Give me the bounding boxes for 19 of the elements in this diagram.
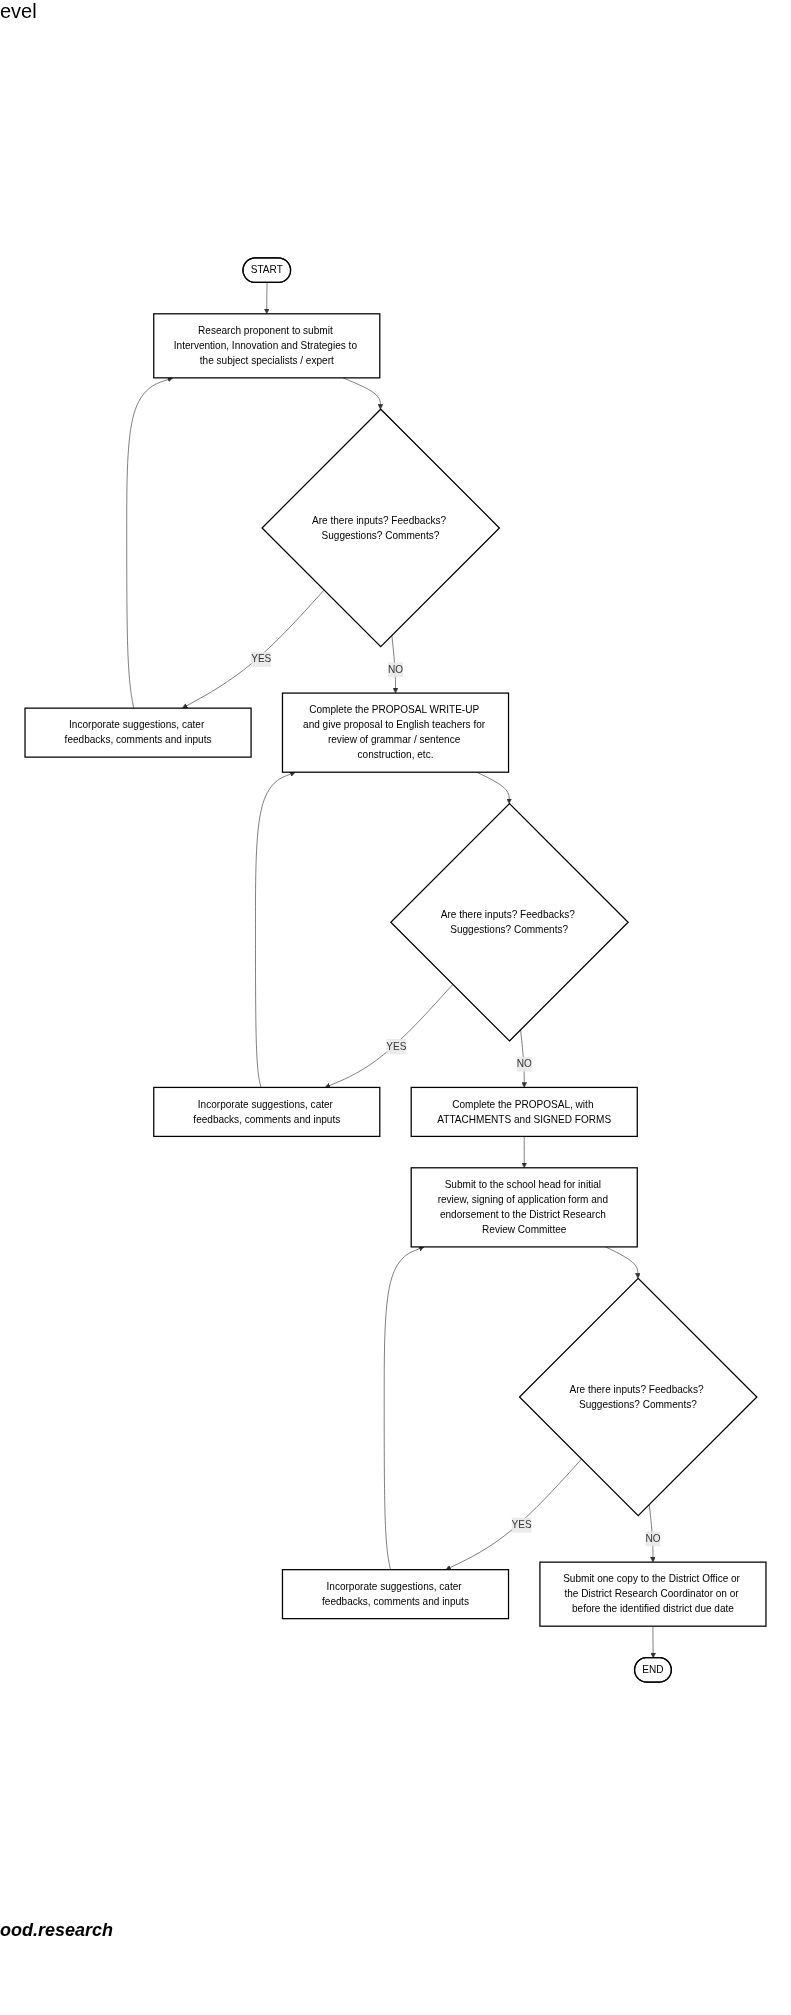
node-box: Submit one copy to the District Office or the District Research Coordinator on or before the identified district due date (539, 1561, 767, 1627)
node-box: Complete the PROPOSAL WRITE-UP and give proposal to English teachers for review of grammar / sentence construction, etc. (281, 692, 510, 773)
edge-label: YES (251, 653, 272, 665)
edge-label: NO (645, 1533, 661, 1544)
node-diamond: Are there inputs? Feedbacks? Suggestions? Comments? (389, 802, 630, 1042)
node-box: Incorporate suggestions, cater feedbacks, comments and inputs (153, 1086, 381, 1138)
node-box: Incorporate suggestions, cater feedbacks, comments and inputs (281, 1569, 510, 1620)
node-diamond: Are there inputs? Feedbacks? Suggestions? Comments? (261, 408, 501, 648)
note: evel (0, 0, 37, 23)
node-box: Research proponent to submit Intervention, Innovation and Strategies to the subject specialists / expert (153, 313, 381, 379)
node-diamond: Are there inputs? Feedbacks? Suggestions? Comments? (518, 1277, 758, 1517)
edge-label: YES (511, 1519, 532, 1531)
edge-label: NO (516, 1058, 532, 1070)
node-box: Submit to the school head for initial review, signing of application form and endorsement to the District Research Review Committee (410, 1167, 638, 1248)
edge-label: YES (386, 1040, 407, 1052)
edge-label: NO (387, 664, 404, 675)
node-box: Incorporate suggestions, cater feedbacks, comments and inputs (24, 707, 252, 758)
note: ood.research (0, 1920, 114, 1941)
node-box: Complete the PROPOSAL, with ATTACHMENTS and SIGNED FORMS (410, 1086, 638, 1138)
